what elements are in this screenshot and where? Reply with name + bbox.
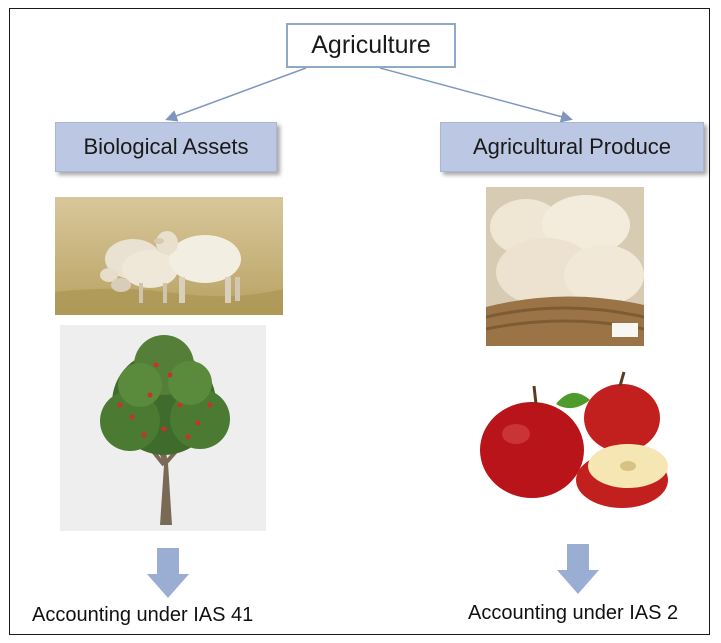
wool-image: [486, 187, 644, 346]
down-arrow-icon: [147, 548, 189, 598]
apple-tree-image: [60, 325, 266, 531]
connector-left: [165, 67, 307, 122]
sheep-image: [55, 197, 283, 315]
connector-right: [379, 67, 573, 123]
node-agricultural-produce: Agricultural Produce: [440, 122, 704, 172]
caption-ias-2: Accounting under IAS 2: [468, 602, 679, 624]
node-biological-assets: Biological Assets: [55, 122, 277, 172]
root-node-agriculture: Agriculture: [286, 23, 456, 68]
apples-image: [472, 368, 672, 516]
down-arrow-icon: [557, 544, 599, 594]
caption-ias-41: Accounting under IAS 41: [32, 604, 254, 626]
